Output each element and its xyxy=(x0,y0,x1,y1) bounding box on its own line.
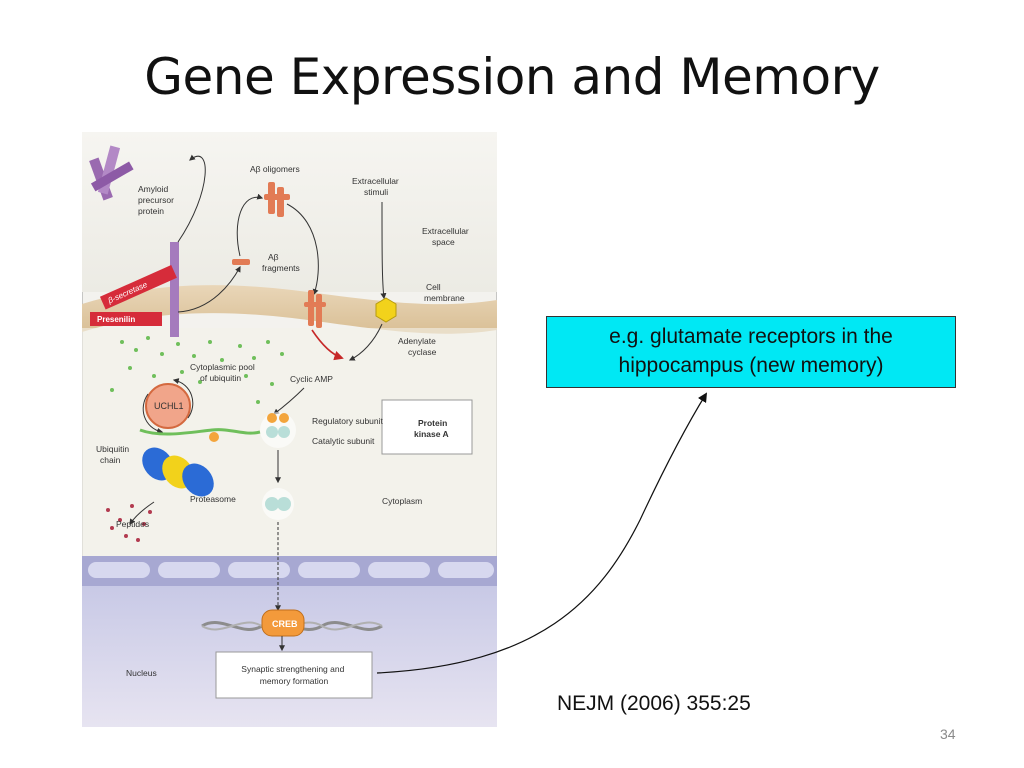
label-catalytic-subunit: Catalytic subunit xyxy=(312,436,375,446)
label-proteasome: Proteasome xyxy=(190,494,236,504)
creb-factor xyxy=(261,609,305,637)
slide-title: Gene Expression and Memory xyxy=(144,48,880,106)
label-synaptic-strengthening: Synaptic strengthening and memory format… xyxy=(241,664,346,686)
label-ubiquitin-chain: Ubiquitin chain xyxy=(96,444,131,465)
adenylate-cyclase xyxy=(375,297,397,323)
label-cell-membrane: Cell membrane xyxy=(424,282,465,303)
label-cyclic-amp: Cyclic AMP xyxy=(290,374,333,384)
abeta-fragments xyxy=(232,259,250,265)
uchl1-enzyme xyxy=(142,378,194,434)
presenilin-tag: Presenilin xyxy=(90,312,162,326)
protein-kinase-a-complex xyxy=(209,412,296,448)
label-abeta-fragments: Aβ fragments xyxy=(262,252,300,273)
label-protein-kinase-a: Protein kinase A xyxy=(414,418,450,439)
label-peptides: Peptides xyxy=(116,519,149,529)
label-creb: CREB xyxy=(272,619,298,629)
peptides xyxy=(106,504,152,542)
label-uchl1: UCHL1 xyxy=(154,401,184,411)
callout-box: e.g. glutamate receptors in the hippocam… xyxy=(546,316,956,388)
label-cytoplasmic-pool: Cytoplasmic pool of ubiquitin xyxy=(190,362,257,383)
pathway-figure: Amyloid precursor protein β-secretase Pr… xyxy=(82,132,497,727)
catalytic-subunits xyxy=(262,488,294,520)
label-extracellular-space: Extracellular space xyxy=(422,226,471,247)
label-nucleus: Nucleus xyxy=(126,668,157,678)
abeta-oligomers xyxy=(264,182,290,217)
receptor-in-membrane xyxy=(304,290,326,328)
label-abeta-oligomers: Aβ oligomers xyxy=(250,164,300,174)
svg-text:Presenilin: Presenilin xyxy=(97,315,135,324)
citation: NEJM (2006) 355:25 xyxy=(557,692,751,715)
label-adenylate-cyclase: Adenylate cyclase xyxy=(398,336,438,357)
label-regulatory-subunit: Regulatory subunit xyxy=(312,416,384,426)
extracellular-region xyxy=(82,132,497,292)
label-cytoplasm: Cytoplasm xyxy=(382,496,422,506)
page-number: 34 xyxy=(940,726,956,742)
synaptic-strengthening-box xyxy=(215,651,373,699)
label-amyloid-precursor-protein: Amyloid precursor protein xyxy=(138,184,176,216)
ubiquitin-chain xyxy=(139,428,261,436)
cell-membrane xyxy=(82,285,497,334)
label-extracellular-stimuli: Extracellular stimuli xyxy=(352,176,401,197)
amyloid-precursor-protein xyxy=(89,145,179,337)
proteasome xyxy=(142,447,214,497)
